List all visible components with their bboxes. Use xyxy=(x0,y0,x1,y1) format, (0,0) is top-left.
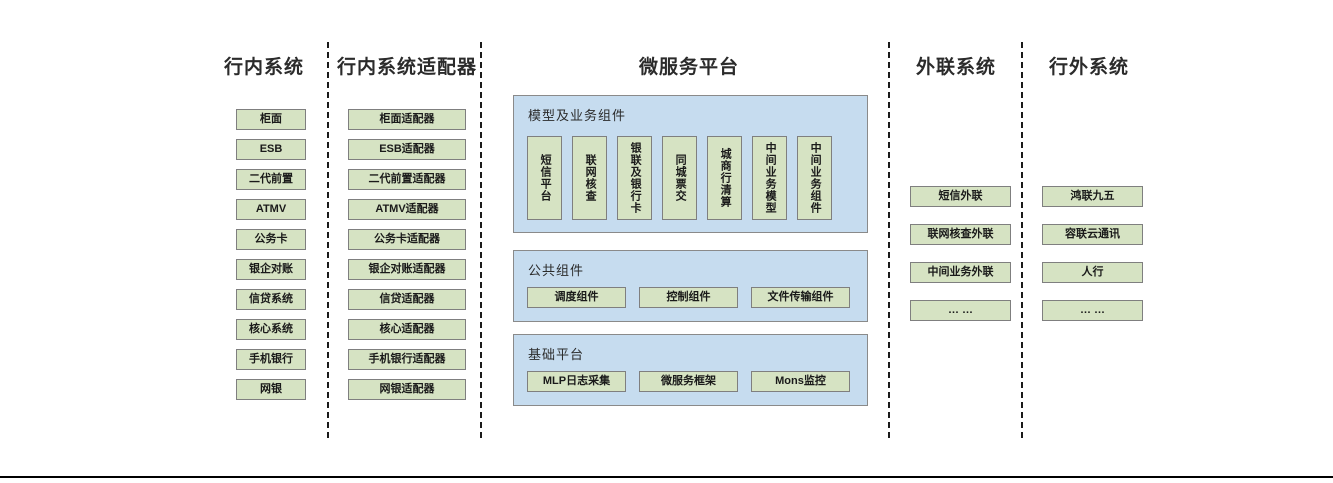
node-model-component[interactable]: 银联及银行卡 xyxy=(617,136,652,220)
node-inner-system[interactable]: ATMV xyxy=(236,199,306,220)
node-model-component[interactable]: 中间业务模型 xyxy=(752,136,787,220)
node-inner-system[interactable]: 信贷系统 xyxy=(236,289,306,310)
panel-title-model-business-components: 模型及业务组件 xyxy=(528,108,627,123)
node-model-component[interactable]: 短信平台 xyxy=(527,136,562,220)
node-base-platform-component[interactable]: Mons监控 xyxy=(751,371,850,392)
platform-title: 微服务平台 xyxy=(638,57,739,78)
node-external-link-system[interactable]: 联网核查外联 xyxy=(910,224,1011,245)
column-title-outside-bank-systems: 行外系统 xyxy=(1048,57,1129,78)
column-divider-2 xyxy=(480,42,482,438)
node-model-component[interactable]: 中间业务组件 xyxy=(797,136,832,220)
node-inner-system-adapter[interactable]: 柜面适配器 xyxy=(348,109,466,130)
node-model-component[interactable]: 联网核查 xyxy=(572,136,607,220)
node-inner-system-adapter[interactable]: 网银适配器 xyxy=(348,379,466,400)
node-inner-system[interactable]: 手机银行 xyxy=(236,349,306,370)
node-inner-system[interactable]: 柜面 xyxy=(236,109,306,130)
node-outside-bank-system[interactable]: 人行 xyxy=(1042,262,1143,283)
panel-public-components: 公共组件 xyxy=(513,250,868,322)
node-inner-system-adapter[interactable]: ATMV适配器 xyxy=(348,199,466,220)
node-inner-system-adapter[interactable]: 核心适配器 xyxy=(348,319,466,340)
node-base-platform-component[interactable]: MLP日志采集 xyxy=(527,371,626,392)
column-title-inner-system-adapters: 行内系统适配器 xyxy=(336,57,477,78)
panel-title-base-platform: 基础平台 xyxy=(528,347,585,362)
bottom-divider xyxy=(0,476,1333,478)
column-divider-3 xyxy=(888,42,890,438)
panel-base-platform: 基础平台 xyxy=(513,334,868,406)
node-public-component[interactable]: 文件传输组件 xyxy=(751,287,850,308)
node-inner-system[interactable]: 公务卡 xyxy=(236,229,306,250)
column-title-external-link-systems: 外联系统 xyxy=(915,57,996,78)
node-external-link-system[interactable]: … … xyxy=(910,300,1011,321)
node-inner-system[interactable]: 网银 xyxy=(236,379,306,400)
node-base-platform-component[interactable]: 微服务框架 xyxy=(639,371,738,392)
node-inner-system-adapter[interactable]: 手机银行适配器 xyxy=(348,349,466,370)
node-inner-system[interactable]: 银企对账 xyxy=(236,259,306,280)
column-divider-1 xyxy=(327,42,329,438)
node-external-link-system[interactable]: 中间业务外联 xyxy=(910,262,1011,283)
node-public-component[interactable]: 控制组件 xyxy=(639,287,738,308)
node-inner-system[interactable]: 核心系统 xyxy=(236,319,306,340)
node-public-component[interactable]: 调度组件 xyxy=(527,287,626,308)
node-inner-system-adapter[interactable]: 银企对账适配器 xyxy=(348,259,466,280)
panel-title-public-components: 公共组件 xyxy=(528,263,585,278)
node-inner-system-adapter[interactable]: 公务卡适配器 xyxy=(348,229,466,250)
node-inner-system-adapter[interactable]: ESB适配器 xyxy=(348,139,466,160)
node-outside-bank-system[interactable]: 容联云通讯 xyxy=(1042,224,1143,245)
node-inner-system[interactable]: 二代前置 xyxy=(236,169,306,190)
node-inner-system[interactable]: ESB xyxy=(236,139,306,160)
node-inner-system-adapter[interactable]: 二代前置适配器 xyxy=(348,169,466,190)
node-external-link-system[interactable]: 短信外联 xyxy=(910,186,1011,207)
node-model-component[interactable]: 城商行清算 xyxy=(707,136,742,220)
column-title-inner-systems: 行内系统 xyxy=(223,57,304,78)
node-outside-bank-system[interactable]: … … xyxy=(1042,300,1143,321)
node-model-component[interactable]: 同城票交 xyxy=(662,136,697,220)
column-divider-4 xyxy=(1021,42,1023,438)
node-inner-system-adapter[interactable]: 信贷适配器 xyxy=(348,289,466,310)
node-outside-bank-system[interactable]: 鸿联九五 xyxy=(1042,186,1143,207)
